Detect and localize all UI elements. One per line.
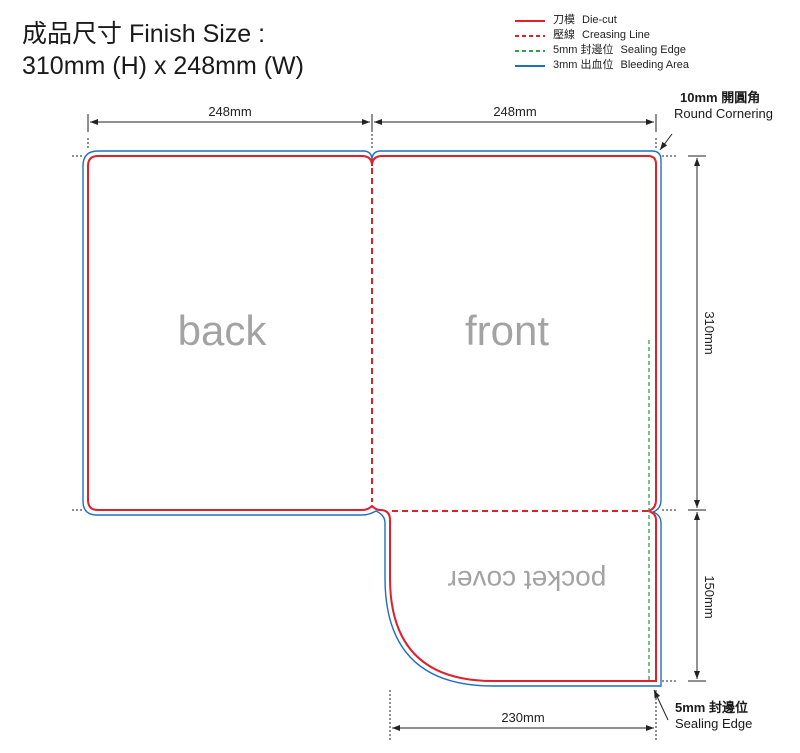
sealing-edge-line-icon xyxy=(515,49,545,52)
dim-pocket-width-label: 230mm xyxy=(501,710,544,725)
legend-bleeding-en: Bleeding Area xyxy=(620,59,690,71)
legend-item-sealing: 5mm 封邊位 Sealing Edge xyxy=(513,43,689,58)
legend-creasing-zh: 壓線 xyxy=(553,29,575,41)
legend-item-die-cut: 刀模 Die-cut xyxy=(513,13,689,28)
legend-die-cut-zh: 刀模 xyxy=(553,14,575,26)
round-corner-note-sub: Round Cornering xyxy=(674,106,774,121)
round-corner-note: 10mm 開圓角 Round Cornering xyxy=(674,90,773,122)
creasing-line-icon xyxy=(515,34,545,37)
dim-height-label: 310mm xyxy=(702,311,717,354)
legend: 刀模 Die-cut 壓線 Creasing Line 5mm 封邊位 Seal… xyxy=(513,13,689,73)
dim-pocket-height-label: 150mm xyxy=(702,575,717,618)
finish-size-title: 成品尺寸 Finish Size : 310mm (H) x 248mm (W) xyxy=(22,18,304,82)
legend-bleeding-zh: 3mm 出血位 xyxy=(553,59,614,71)
pocket-cover-label: pocket cover xyxy=(448,565,607,596)
corner-pointer-arrow xyxy=(659,133,673,151)
bleeding-area-line-icon xyxy=(515,64,545,67)
sealing-edge-note: 5mm 封邊位 Sealing Edge xyxy=(675,700,752,732)
dim-front-width-label: 248mm xyxy=(493,104,536,119)
legend-creasing-en: Creasing Line xyxy=(582,29,650,41)
finish-size-line2: 310mm (H) x 248mm (W) xyxy=(22,52,304,80)
round-corner-note-title: 10mm 開圓角 xyxy=(680,90,761,105)
legend-die-cut-en: Die-cut xyxy=(582,14,617,26)
back-panel-label: back xyxy=(178,307,268,354)
front-panel-label: front xyxy=(465,307,549,354)
legend-item-creasing: 壓線 Creasing Line xyxy=(513,28,689,43)
seal-pointer-arrow xyxy=(653,689,669,721)
legend-item-bleeding: 3mm 出血位 Bleeding Area xyxy=(513,58,689,73)
bleed-outline xyxy=(82,150,662,687)
sealing-edge-note-sub: Sealing Edge xyxy=(675,716,753,731)
die-cut-outline xyxy=(87,155,657,682)
die-cut-line-icon xyxy=(515,19,545,22)
legend-sealing-zh: 5mm 封邊位 xyxy=(553,44,614,56)
legend-sealing-en: Sealing Edge xyxy=(620,44,686,56)
finish-size-line1: 成品尺寸 Finish Size : xyxy=(22,20,266,48)
sealing-edge-note-title: 5mm 封邊位 xyxy=(675,700,748,715)
dim-back-width-label: 248mm xyxy=(208,104,251,119)
crop-marks xyxy=(72,134,676,740)
